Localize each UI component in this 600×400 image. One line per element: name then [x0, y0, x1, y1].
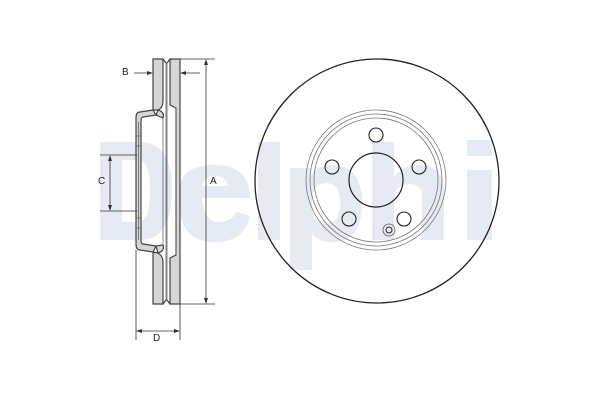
bolt-hole-2: [324, 159, 340, 175]
bolt-hole-3: [411, 159, 427, 175]
center-bore: [348, 152, 404, 208]
bolt-hole-5: [396, 211, 412, 227]
dimension-lines: [100, 58, 215, 340]
side-profile-view: [135, 58, 181, 305]
dimension-label-c: C: [98, 176, 106, 187]
hat-details: [136, 63, 177, 300]
dimension-arrowheads: [108, 59, 208, 333]
delphi-watermark: [100, 140, 492, 270]
front-view: [254, 58, 500, 304]
bolt-hole-4: [341, 211, 357, 227]
locator-hole-outer: [382, 223, 396, 237]
hat-ring-middle: [309, 113, 443, 247]
hat-ring-inner: [313, 117, 439, 243]
dimension-label-a: A: [210, 176, 217, 187]
disc-outer-edge: [254, 58, 500, 304]
dimension-label-d: D: [153, 333, 161, 344]
locator-hole-inner: [385, 226, 393, 234]
hat-ring-outer: [305, 109, 447, 251]
bolt-hole-1: [368, 127, 384, 143]
dimension-label-b: B: [122, 67, 129, 78]
